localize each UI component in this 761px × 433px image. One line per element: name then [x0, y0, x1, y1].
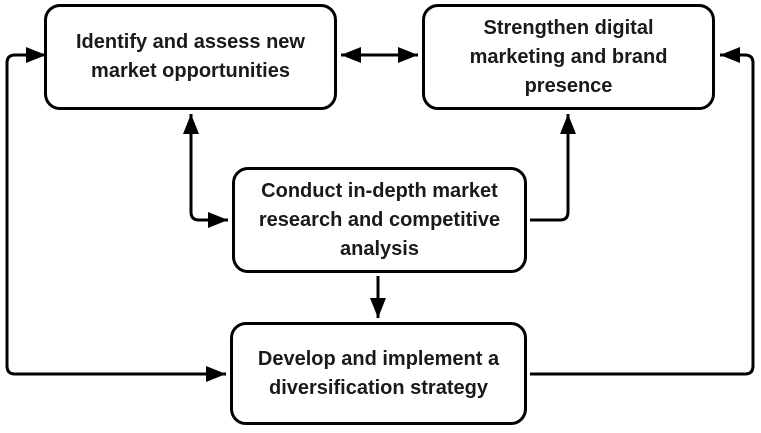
- node-identify-label: Identify and assess new market opportuni…: [76, 31, 305, 82]
- node-strengthen-label: Strengthen digital marketing and brand p…: [469, 16, 668, 97]
- node-identify-opportunities: Identify and assess new market opportuni…: [44, 4, 337, 110]
- edge-identify-research: [183, 114, 228, 228]
- node-market-research: Conduct in-depth market research and com…: [232, 167, 527, 273]
- edge-identify-develop: [5, 47, 226, 382]
- node-strengthen-marketing: Strengthen digital marketing and brand p…: [422, 4, 715, 110]
- node-research-label: Conduct in-depth market research and com…: [258, 179, 501, 260]
- node-diversification-strategy: Develop and implement a diversification …: [230, 322, 527, 425]
- edge-research-strengthen: [530, 114, 576, 222]
- edge-develop-strengthen: [530, 47, 755, 376]
- node-develop-label: Develop and implement a diversification …: [257, 347, 500, 399]
